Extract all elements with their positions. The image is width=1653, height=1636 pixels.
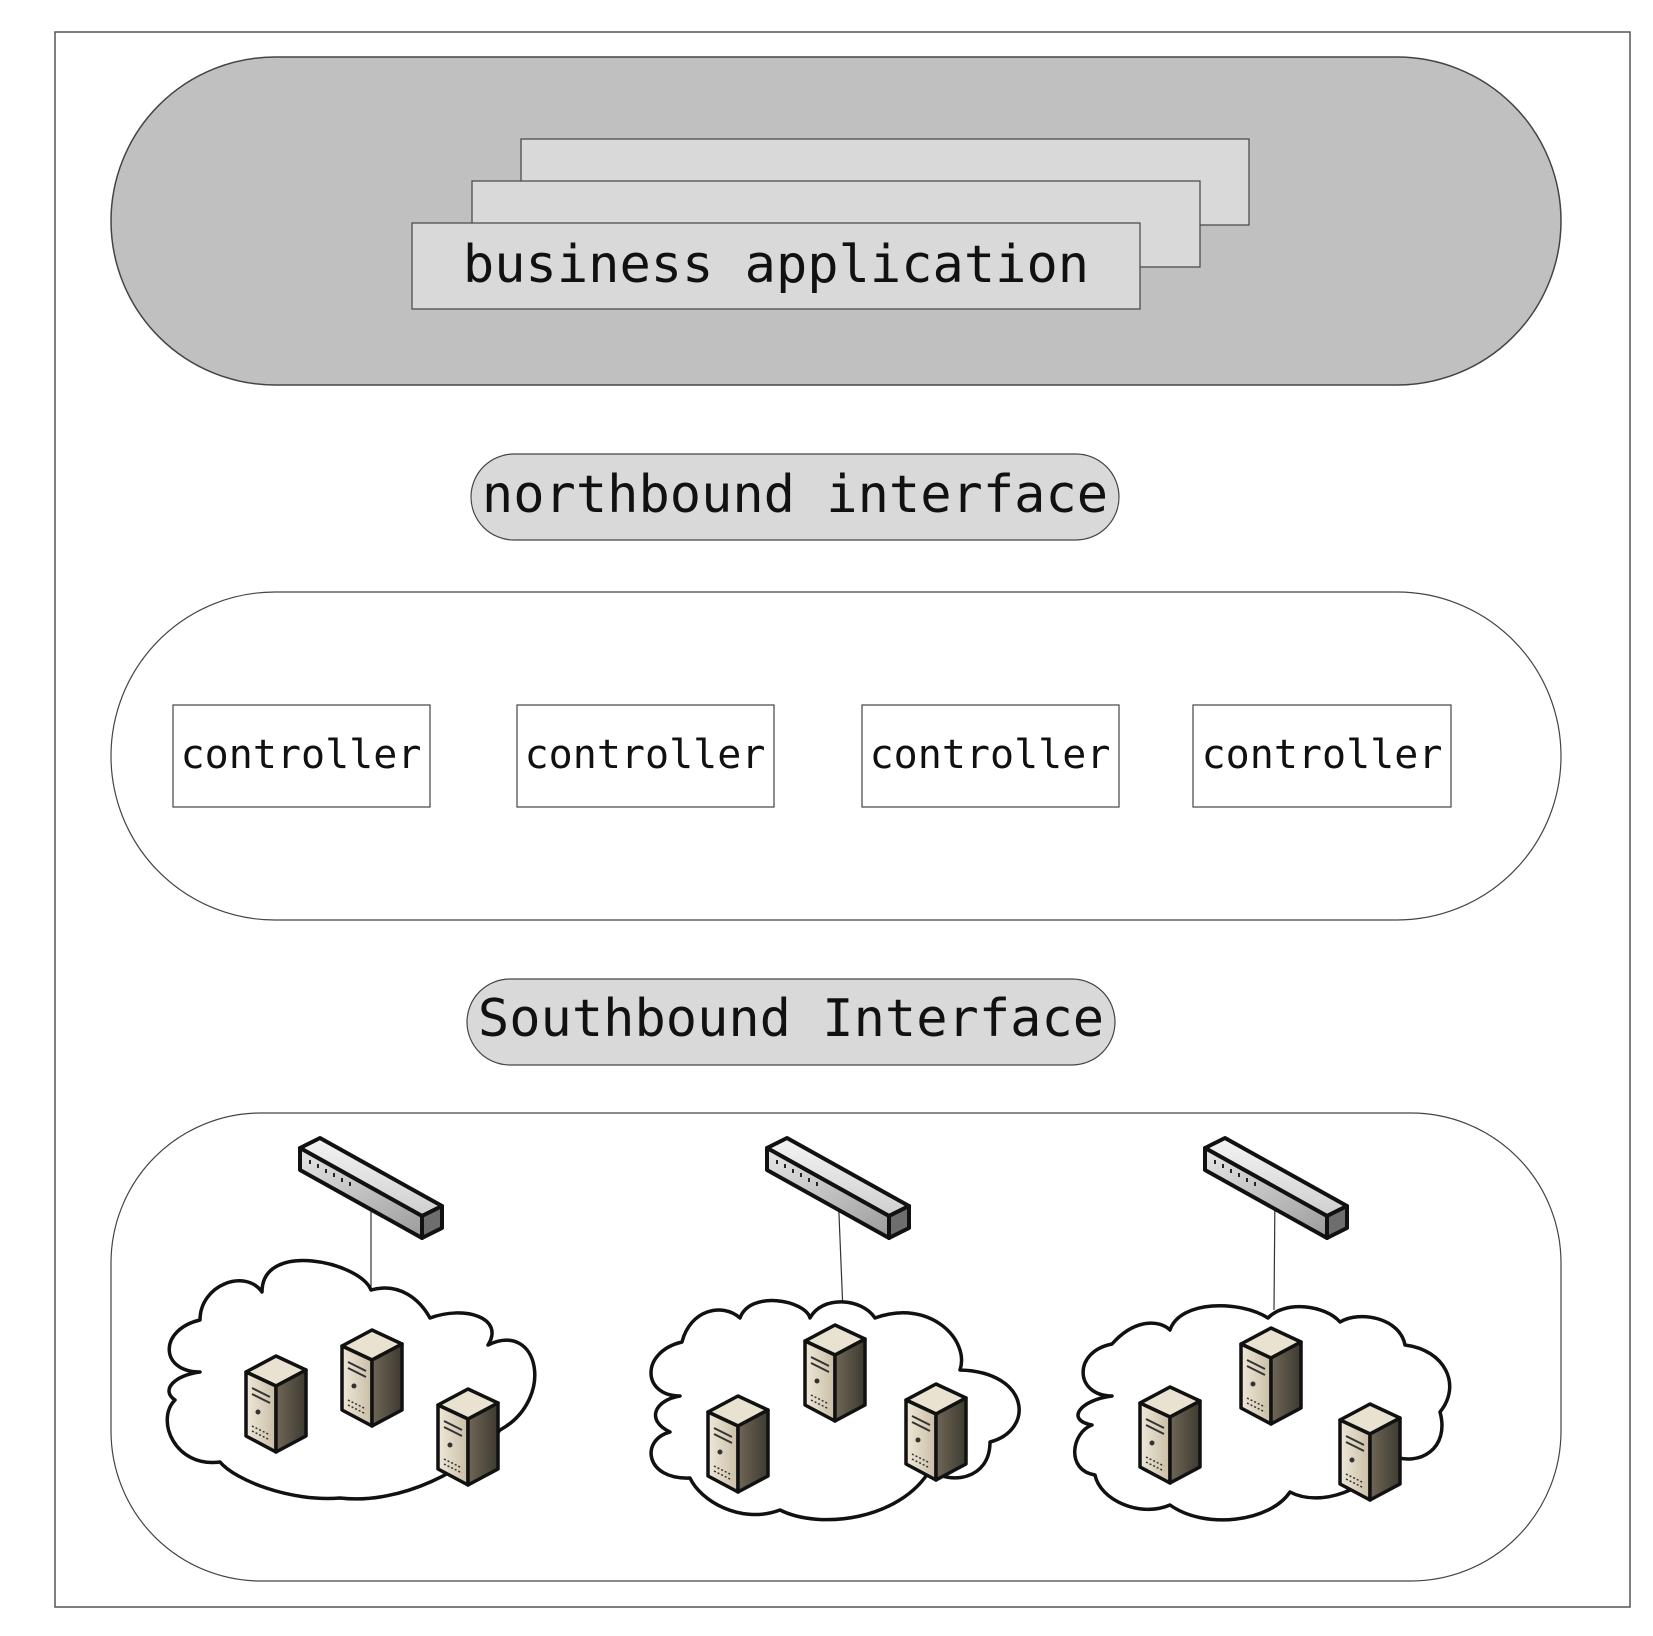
network-group xyxy=(1073,1136,1452,1522)
northbound-pill xyxy=(470,453,1120,541)
server-icon xyxy=(803,1323,867,1423)
controller-box: controller xyxy=(516,704,775,808)
controller-label: controller xyxy=(181,732,422,778)
controller-label: controller xyxy=(1202,732,1443,778)
server-icon xyxy=(1338,1402,1402,1502)
southbound-interface-label: Southbound Interface xyxy=(478,989,1104,1049)
controller-layer-pill xyxy=(110,591,1562,921)
server-icon xyxy=(904,1382,968,1482)
controller-box-frame xyxy=(1192,704,1452,808)
business-card-front xyxy=(411,222,1141,310)
server-icon xyxy=(1239,1326,1303,1426)
controller-box: controller xyxy=(1192,704,1452,808)
northbound-interface: northbound interface xyxy=(470,453,1120,541)
server-icon xyxy=(244,1354,308,1454)
controller-layer: controller controller controller control… xyxy=(110,591,1562,921)
controller-box: controller xyxy=(172,704,431,808)
server-icon xyxy=(1138,1385,1202,1485)
device-layer xyxy=(110,1112,1562,1582)
southbound-pill xyxy=(466,978,1116,1066)
controller-label: controller xyxy=(870,732,1111,778)
network-group xyxy=(165,1136,537,1501)
controller-box: controller xyxy=(861,704,1120,808)
business-application-label: business application xyxy=(463,235,1089,295)
controller-box-frame xyxy=(516,704,775,808)
server-icon xyxy=(706,1394,770,1494)
network-group xyxy=(649,1136,1021,1522)
business-application-layer: business application xyxy=(110,56,1562,386)
controller-label: controller xyxy=(525,732,766,778)
server-icon xyxy=(340,1328,404,1428)
northbound-interface-label: northbound interface xyxy=(482,465,1108,525)
controller-box-frame xyxy=(861,704,1120,808)
server-icon xyxy=(436,1387,500,1487)
southbound-interface: Southbound Interface xyxy=(466,978,1116,1066)
controller-box-frame xyxy=(172,704,431,808)
